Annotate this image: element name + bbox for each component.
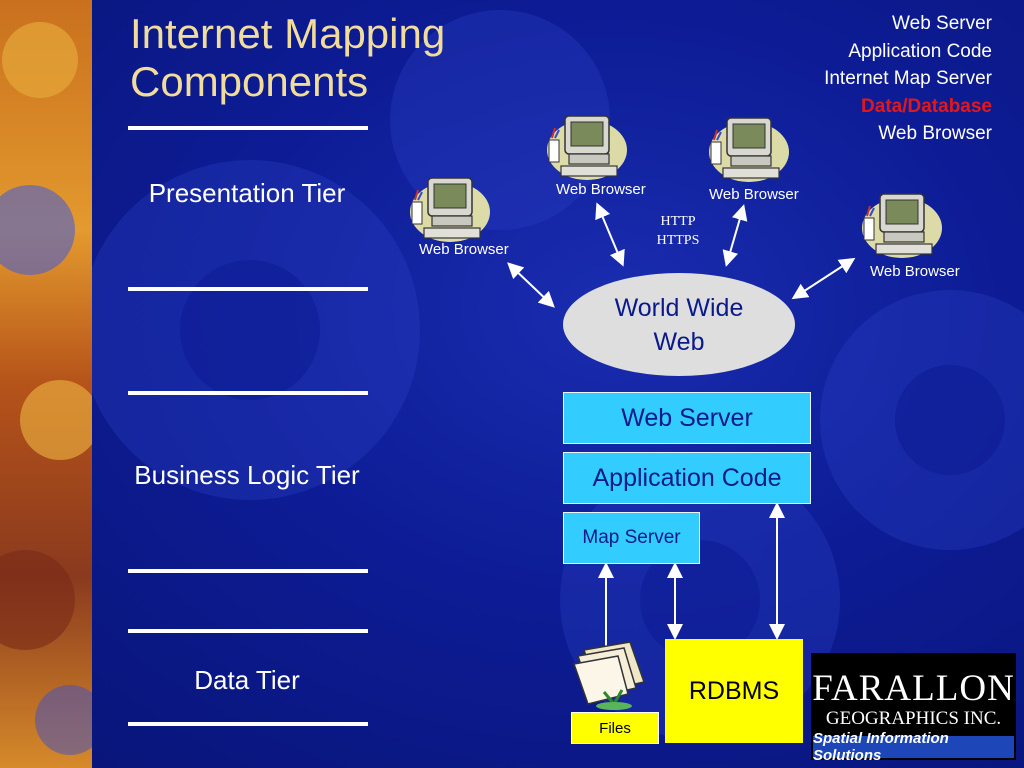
- web-browser-label: Web Browser: [870, 263, 960, 280]
- files-icon: [573, 641, 645, 710]
- slide-title: Internet Mapping Components: [130, 10, 445, 106]
- title-line-2: Components: [130, 58, 369, 105]
- logo-line-2: GEOGRAPHICS INC.: [825, 708, 1002, 729]
- arrow-browser1-www: [507, 262, 555, 308]
- www-line-2: Web: [653, 327, 705, 356]
- presentation-tier-label: Presentation Tier: [148, 178, 346, 208]
- legend-item-internet-map-server: Internet Map Server: [824, 68, 992, 89]
- application-code-label: Application Code: [592, 463, 782, 492]
- arrow-browser3-www: [722, 204, 748, 267]
- web-server-box: Web Server: [563, 392, 811, 444]
- rdbms-box: RDBMS: [665, 639, 803, 743]
- protocol-https: HTTPS: [656, 233, 700, 248]
- title-line-1: Internet Mapping: [130, 10, 446, 57]
- protocol-http: HTTP: [660, 214, 696, 229]
- legend-item-application-code: Application Code: [848, 40, 992, 62]
- farallon-logo: FARALLON GEOGRAPHICS INC. Spatial Inform…: [811, 653, 1016, 764]
- legend-item-data-database: Data/Database: [861, 95, 992, 117]
- legend-item-web-server: Web Server: [892, 13, 992, 34]
- files-label-text: Files: [599, 719, 631, 737]
- www-line-1: World Wide: [614, 293, 744, 322]
- logo-line-1: FARALLON: [812, 668, 1015, 709]
- arrow-browser2-www: [595, 202, 625, 267]
- tier-divider: [128, 569, 368, 573]
- map-server-label: Map Server: [582, 527, 681, 548]
- tier-divider: [128, 722, 368, 726]
- logo-tagline: Spatial Information Solutions: [813, 730, 1014, 764]
- web-browser-label: Web Browser: [556, 181, 646, 198]
- arrow-browser4-www: [791, 257, 856, 300]
- tier-divider: [128, 287, 368, 291]
- tier-divider: [128, 629, 368, 633]
- data-tier-label: Data Tier: [194, 665, 300, 695]
- application-code-box: Application Code: [563, 452, 811, 504]
- tier-divider: [128, 391, 368, 395]
- web-server-label: Web Server: [621, 403, 753, 432]
- component-legend: Web Server Application Code Internet Map…: [824, 10, 992, 148]
- left-decorative-strip: [0, 0, 92, 768]
- web-browser-label: Web Browser: [419, 241, 509, 258]
- files-label: Files: [571, 712, 659, 744]
- business-logic-tier-label: Business Logic Tier: [134, 460, 360, 490]
- legend-item-web-browser: Web Browser: [878, 123, 992, 144]
- rdbms-label: RDBMS: [688, 676, 780, 705]
- tier-divider: [128, 126, 368, 130]
- map-server-box: Map Server: [563, 512, 700, 564]
- web-browser-label: Web Browser: [709, 186, 799, 203]
- protocol-label: HTTP HTTPS: [646, 212, 710, 250]
- world-wide-web-node: World Wide Web: [563, 273, 795, 376]
